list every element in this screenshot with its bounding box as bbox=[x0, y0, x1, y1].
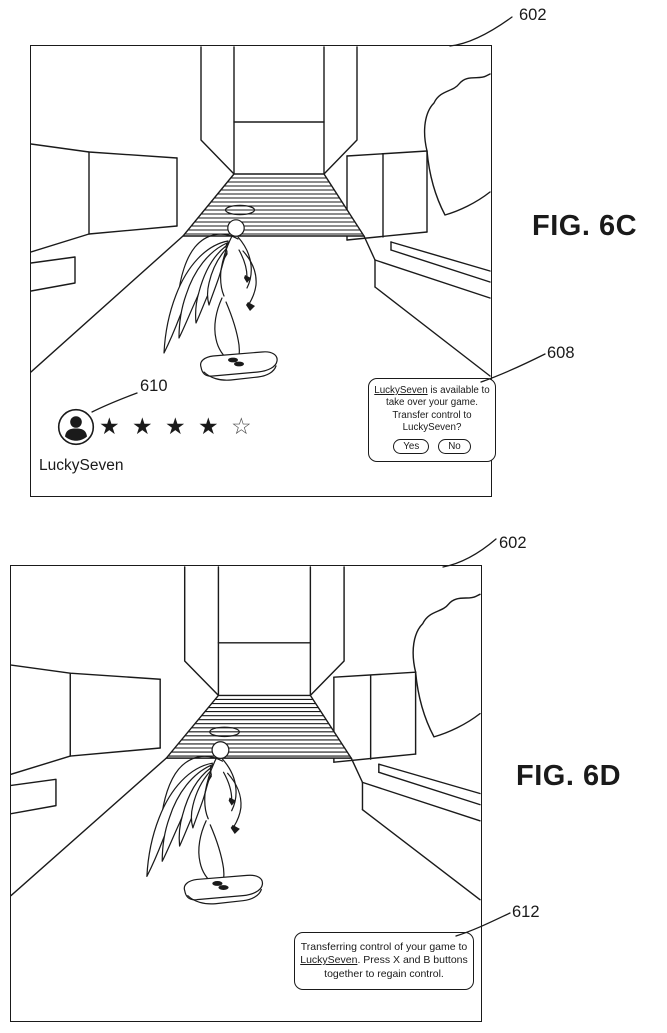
game-screen-6c: ★ ★ ★ ★ ☆ LuckySeven LuckySeven is avail… bbox=[30, 45, 496, 497]
player-avatar bbox=[57, 408, 95, 446]
no-button[interactable]: No bbox=[438, 438, 471, 454]
leader-line-602-6d bbox=[442, 538, 497, 568]
star-empty-icon: ☆ bbox=[231, 413, 255, 439]
dialog-message-before: Transferring control of your game to bbox=[300, 941, 468, 953]
player-name-label: LuckySeven bbox=[39, 457, 124, 474]
ref-numeral-610: 610 bbox=[140, 377, 168, 395]
avatar-person-icon bbox=[57, 408, 95, 446]
leader-line-602-6c bbox=[449, 16, 513, 47]
transfer-control-dialog: LuckySeven is available to take over you… bbox=[368, 378, 496, 462]
dialog-player-name: LuckySeven bbox=[374, 385, 428, 396]
dialog-buttons: Yes No bbox=[373, 438, 491, 454]
figure-label-6d: FIG. 6D bbox=[516, 760, 622, 792]
transfer-dialog-text: LuckySeven is available to take over you… bbox=[373, 385, 491, 435]
ref-numeral-608: 608 bbox=[547, 344, 575, 362]
ref-numeral-602-fig6c: 602 bbox=[519, 6, 547, 24]
ref-numeral-602-fig6d: 602 bbox=[499, 534, 527, 552]
star-rating: ★ ★ ★ ★ ☆ bbox=[99, 413, 255, 440]
stars-filled-icon: ★ ★ ★ ★ bbox=[99, 413, 222, 439]
dialog-message-after: . Press X and B buttons together to rega… bbox=[324, 954, 468, 980]
ref-numeral-612: 612 bbox=[512, 903, 540, 921]
transferring-control-dialog: Transferring control of your game to Luc… bbox=[294, 932, 474, 991]
dialog-player-name-6d: LuckySeven bbox=[300, 954, 358, 967]
transferring-dialog-text: Transferring control of your game to Luc… bbox=[300, 941, 468, 981]
figure-label-6c: FIG. 6C bbox=[532, 210, 638, 242]
game-screen-6d: Transferring control of your game to Luc… bbox=[10, 565, 482, 1022]
dialog-message: is available to take over your game. Tra… bbox=[385, 385, 490, 434]
yes-button[interactable]: Yes bbox=[393, 438, 430, 454]
